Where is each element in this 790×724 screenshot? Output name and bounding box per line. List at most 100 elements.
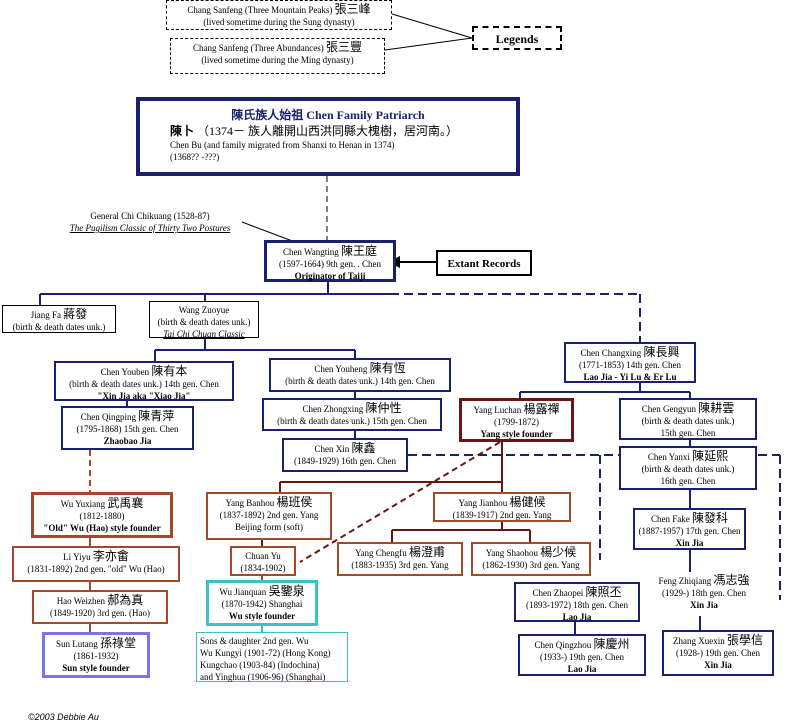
legends-label: Legends — [472, 26, 562, 50]
patriarch-title-cjk: 陳氏族人始祖 — [231, 108, 304, 122]
chen-qingping-style: Zhaobao Jia — [103, 436, 152, 446]
feng-zhiqiang-style: Xin Jia — [690, 600, 718, 610]
yang-chengfu-name: Yang Chengfu — [354, 548, 407, 558]
legend-arrow-2 — [384, 37, 473, 51]
chen-youheng-cjk: 陳有恆 — [369, 361, 406, 375]
chen-youheng-box: Chen Youheng 陳有恆 (birth & death dates un… — [269, 358, 451, 392]
chen-youheng-name: Chen Youheng — [314, 364, 368, 374]
wu-yuxiang-role: "Old" Wu (Hao) style founder — [43, 523, 161, 533]
legend-entry-sung-dates: (lived sometime during the Sung dynasty) — [203, 17, 355, 27]
chen-fake-box: Chen Fake 陳發科 (1887-1957) 17th gen. Chen… — [633, 508, 746, 550]
chen-changxing-cjk: 陳長興 — [643, 345, 680, 359]
legend-entry-sung-name: Chang Sanfeng (Three Mountain Peaks) — [187, 5, 333, 15]
wu-jianquan-cjk: 吳鑒泉 — [268, 584, 305, 598]
zhang-xuexin-name: Zhang Xuexin — [672, 636, 725, 646]
chen-qingzhou-box: Chen Qingzhou 陳慶州 (1933-) 19th gen. Chen… — [518, 634, 646, 676]
yang-luchan-cjk: 楊露禪 — [523, 402, 560, 416]
feng-zhiqiang-name: Feng Zhiqiang — [658, 576, 712, 586]
chen-qingping-box: Chen Qingping 陳青萍 (1795-1868) 15th gen. … — [61, 406, 194, 450]
chen-changxing-name: Chen Changxing — [580, 348, 642, 358]
chen-gengyun-dates: (birth & death dates unk.) — [641, 416, 735, 426]
patriarch-name-cjk: 陳卜 — [170, 124, 195, 138]
chen-gengyun-gen: 15th gen. Chen — [660, 428, 716, 438]
wu-jianquan-box: Wu Jianquan 吳鑒泉 (1870-1942) Shanghai Wu … — [206, 580, 318, 626]
wu-jianquan-dates: (1870-1942) Shanghai — [221, 599, 303, 609]
chen-youben-dates: (birth & death dates unk.) 14th gen. Che… — [69, 379, 219, 389]
chen-changxing-dates: (1771-1853) 14th gen. Chen — [579, 360, 681, 370]
yang-banhou-name: Yang Banhou — [225, 498, 275, 508]
yang-luchan-box: Yang Luchan 楊露禪 (1799-1872) Yang style f… — [459, 398, 574, 442]
wu-yuxiang-box: Wu Yuxiang 武禹襄 (1812-1880) "Old" Wu (Hao… — [31, 492, 173, 538]
chen-zhaopei-cjk: 陳照丕 — [585, 585, 622, 599]
chen-wangting-box: Chen Wangting 陳王庭 (1597-1664) 9th gen. .… — [264, 240, 396, 282]
chen-yanxi-name: Chen Yanxi — [647, 452, 690, 462]
wang-zuoyue-name: Wang Zuoyue — [178, 305, 230, 315]
legend-entry-sung: Chang Sanfeng (Three Mountain Peaks) 張三峰… — [166, 0, 392, 30]
sun-lutang-name: Sun Lutang — [55, 639, 98, 649]
copyright: ©2003 Debbie Au — [28, 712, 99, 722]
wang-zuoyue-dates: (birth & death dates unk.) — [157, 317, 251, 327]
wu-sons-line1: Sons & daughter 2nd gen. Wu — [200, 636, 309, 646]
chen-qingzhou-dates: (1933-) 19th gen. Chen — [540, 652, 624, 662]
chen-wangting-name: Chen Wangting — [282, 247, 339, 257]
chen-fake-name: Chen Fake — [650, 514, 690, 524]
wu-yuxiang-dates: (1812-1880) — [79, 511, 125, 521]
chen-wangting-cjk: 陳王庭 — [341, 244, 378, 258]
chi-chikuang-note: General Chi Chikuang (1528-87) The Pugil… — [58, 208, 242, 236]
chen-changxing-box: Chen Changxing 陳長興 (1771-1853) 14th gen.… — [564, 342, 696, 383]
yang-jianhou-box: Yang Jianhou 楊健候 (1839-1917) 2nd gen. Ya… — [433, 492, 571, 522]
yang-jianhou-cjk: 楊健候 — [509, 495, 546, 509]
wang-zuoyue-classic: Tai Chi Chuan Classic — [163, 329, 245, 339]
chen-xin-cjk: 陳鑫 — [351, 441, 376, 455]
yang-shaohou-cjk: 楊少候 — [540, 545, 577, 559]
chen-gengyun-box: Chen Gengyun 陳耕雲 (birth & death dates un… — [619, 398, 757, 440]
zhang-xuexin-box: Zhang Xuexin 張學信 (1928-) 19th gen. Chen … — [662, 630, 774, 676]
yang-chengfu-cjk: 楊澄甫 — [409, 545, 446, 559]
jiang-fa-name: Jiang Fa — [30, 310, 61, 320]
hao-weizhen-name: Hao Weizhen — [56, 596, 106, 606]
yang-banhou-cjk: 楊班侯 — [276, 495, 313, 509]
chen-yanxi-cjk: 陳延熙 — [692, 449, 729, 463]
wu-sons-line2: Wu Kungyi (1901-72) (Hong Kong) — [200, 648, 331, 658]
chen-youheng-dates: (birth & death dates unk.) 14th gen. Che… — [285, 376, 435, 386]
chuan-yu-box: Chuan Yu (1834-1902) — [230, 546, 296, 576]
chen-qingzhou-style: Lao Jia — [567, 664, 597, 674]
patriarch-title-en: Chen Family Patriarch — [306, 108, 425, 122]
sun-lutang-dates: (1861-1932) — [73, 651, 119, 661]
chuan-yu-dates: (1834-1902) — [240, 563, 286, 573]
chen-fake-cjk: 陳發科 — [691, 511, 728, 525]
li-yiyu-cjk: 李亦畬 — [92, 549, 129, 563]
patriarch-line1: Chen Bu (and family migrated from Shanxi… — [170, 140, 395, 150]
chen-zhaopei-style: Lao Jia — [562, 612, 592, 622]
chen-gengyun-name: Chen Gengyun — [641, 404, 696, 414]
patriarch-box: 陳氏族人始祖 Chen Family Patriarch 陳卜 （1374－ 族… — [136, 97, 520, 176]
chi-chikuang-classic: The Pugilism Classic of Thirty Two Postu… — [69, 223, 231, 233]
jiang-fa-box: Jiang Fa 蔣發 (birth & death dates unk.) — [2, 305, 116, 333]
yang-banhou-dates: (1837-1892) 2nd gen. Yang — [219, 510, 319, 520]
chen-zhaopei-box: Chen Zhaopei 陳照丕 (1893-1972) 18th gen. C… — [514, 582, 640, 622]
wu-sons-line4: and Yinghua (1906-96) (Shanghai) — [200, 672, 326, 682]
legend-arrow-1 — [391, 13, 473, 39]
wu-yuxiang-name: Wu Yuxiang — [60, 499, 106, 509]
chen-qingping-name: Chen Qingping — [80, 412, 136, 422]
sun-lutang-role: Sun style founder — [62, 663, 130, 673]
chen-zhaopei-dates: (1893-1972) 18th gen. Chen — [526, 600, 628, 610]
extant-records-label: Extant Records — [436, 250, 532, 276]
chen-youben-cjk: 陳有本 — [151, 364, 188, 378]
sun-lutang-cjk: 孫祿堂 — [99, 636, 136, 650]
legend-entry-ming-cjk: 張三豐 — [325, 40, 362, 54]
wu-jianquan-role: Wu style founder — [228, 611, 296, 621]
yang-banhou-form: Beijing form (soft) — [235, 522, 303, 532]
chen-gengyun-cjk: 陳耕雲 — [698, 401, 735, 415]
zhang-xuexin-style: Xin Jia — [704, 660, 732, 670]
jiang-fa-cjk: 蔣發 — [63, 307, 88, 321]
chi-chikuang-name: General Chi Chikuang (1528-87) — [90, 211, 210, 221]
chi-link — [241, 221, 296, 243]
chen-qingzhou-cjk: 陳慶州 — [593, 637, 630, 651]
zhang-xuexin-dates: (1928-) 19th gen. Chen — [676, 648, 760, 658]
patriarch-note-cjk: （1374－ 族人離開山西洪同縣大槐樹，居河南。） — [197, 124, 459, 138]
chen-zhongxing-box: Chen Zhongxing 陳仲性 (birth & death dates … — [262, 398, 442, 431]
hao-weizhen-box: Hao Weizhen 郝為真 (1849-1920) 3rd gen. (Ha… — [32, 590, 168, 624]
chen-zhaopei-name: Chen Zhaopei — [532, 588, 584, 598]
feng-zhiqiang-dates: (1929-) 18th gen. Chen — [662, 588, 746, 598]
